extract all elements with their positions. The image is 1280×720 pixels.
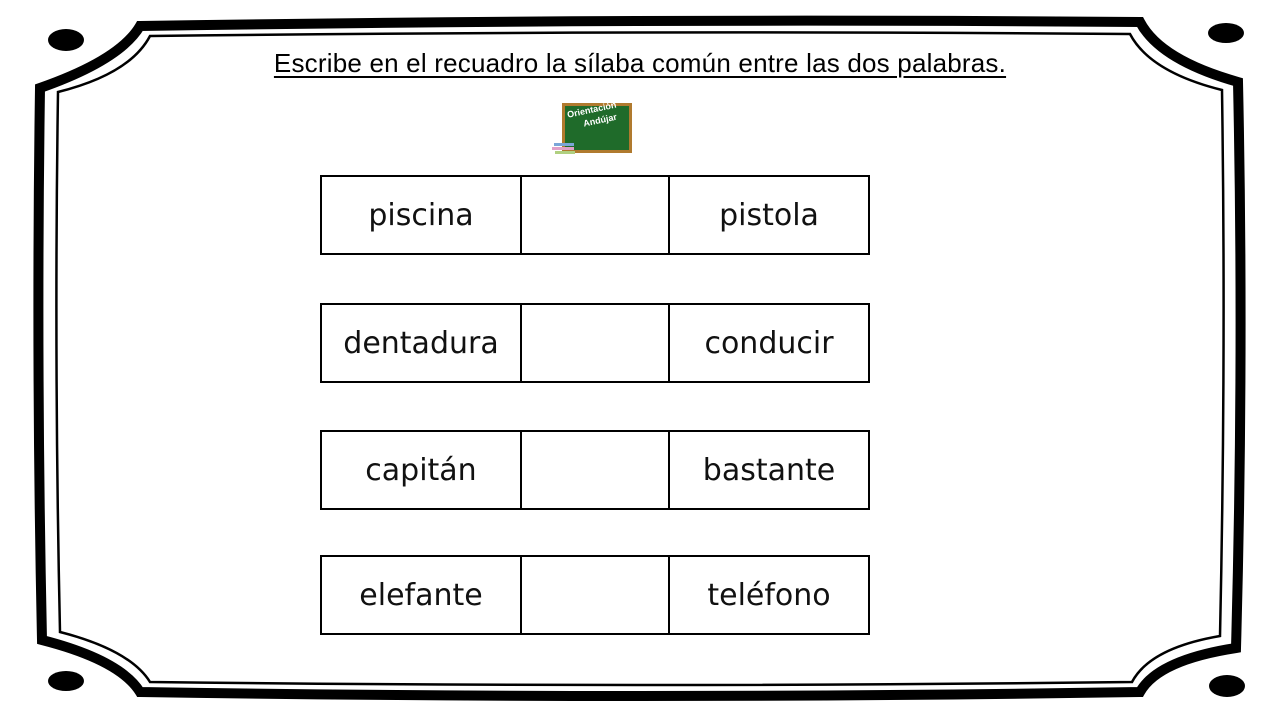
orientacion-andujar-logo: Orientación Andújar xyxy=(552,100,636,157)
instruction-title: Escribe en el recuadro la sílaba común e… xyxy=(273,48,1007,78)
word-right: conducir xyxy=(704,325,834,361)
word-right: pistola xyxy=(719,197,819,233)
books-icon xyxy=(552,143,575,154)
word-left: elefante xyxy=(359,577,483,613)
answer-box[interactable] xyxy=(520,432,670,508)
word-left: piscina xyxy=(368,197,474,233)
chalkboard-icon xyxy=(562,103,632,153)
exercise-row: elefante teléfono xyxy=(320,555,870,635)
word-left: capitán xyxy=(365,452,477,488)
answer-box[interactable] xyxy=(520,177,670,253)
word-left: dentadura xyxy=(343,325,499,361)
exercise-row: dentadura conducir xyxy=(320,303,870,383)
answer-box[interactable] xyxy=(520,557,670,633)
exercise-row: capitán bastante xyxy=(320,430,870,510)
exercise-row: piscina pistola xyxy=(320,175,870,255)
word-right: bastante xyxy=(702,452,836,488)
word-right: teléfono xyxy=(707,577,831,613)
answer-box[interactable] xyxy=(520,305,670,381)
